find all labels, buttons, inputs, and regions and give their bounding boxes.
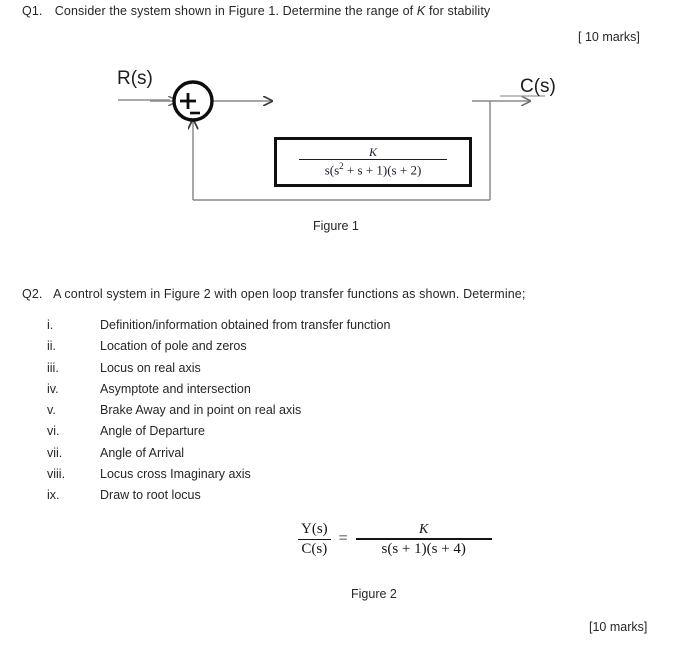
output-signal-label: C(s) <box>520 76 556 97</box>
equation-right-denominator: s(s + 1)(s + 4) <box>381 540 466 557</box>
list-item: vii. Angle of Arrival <box>0 446 695 467</box>
input-signal-label: R(s) <box>117 68 153 89</box>
list-item-numeral: ix. <box>47 488 60 503</box>
list-item-label: Locus cross Imaginary axis <box>100 467 251 482</box>
equation-left-denominator: C(s) <box>301 541 328 558</box>
question-2-item-list: i. Definition/information obtained from … <box>0 318 695 510</box>
list-item-numeral: ii. <box>47 339 57 354</box>
q1-marks: [ 10 marks] <box>578 30 640 44</box>
list-item-numeral: i. <box>47 318 54 332</box>
question-1-heading: Q1. Consider the system shown in Figure … <box>22 4 490 18</box>
list-item-label: Asymptote and intersection <box>100 381 251 396</box>
equation-right-fraction: K s(s + 1)(s + 4) <box>355 521 492 559</box>
transfer-function-fraction: K s(s2 + s + 1)(s + 2) <box>277 140 469 184</box>
list-item: i. Definition/information obtained from … <box>0 318 695 339</box>
figure-2-caption: Figure 2 <box>351 587 397 601</box>
q2-text: A control system in Figure 2 with open l… <box>53 287 526 301</box>
figure-1-block-diagram: R(s) C(s) K s(s2 + s + 1)(s + 2) <box>0 60 695 220</box>
equation-right-numerator: K <box>419 521 429 537</box>
q1-text-after-k: for stability <box>428 4 491 18</box>
block-diagram-wires <box>118 80 545 201</box>
list-item-label: Locus on real axis <box>100 360 201 375</box>
question-2-heading: Q2. A control system in Figure 2 with op… <box>22 287 525 301</box>
list-item-label: Brake Away and in point on real axis <box>100 403 302 418</box>
q2-marks: [10 marks] <box>589 620 648 634</box>
equals-sign: = <box>338 530 348 547</box>
equation-left-numerator: Y(s) <box>301 521 328 537</box>
q1-text-before-k: Consider the system shown in Figure 1. D… <box>54 4 414 18</box>
list-item: v. Brake Away and in point on real axis <box>0 403 695 424</box>
list-item-numeral: v. <box>47 403 56 418</box>
list-item: ii. Location of pole and zeros <box>0 339 695 360</box>
q1-prefix: Q1. <box>22 4 43 18</box>
list-item-label: Definition/information obtained from tra… <box>100 318 391 332</box>
q2-prefix: Q2. <box>22 287 43 301</box>
list-item-label: Angle of Departure <box>100 424 205 439</box>
transfer-function-denominator: s(s2 + s + 1)(s + 2) <box>324 161 422 178</box>
list-item-label: Angle of Arrival <box>100 445 185 460</box>
fraction-bar <box>299 159 447 161</box>
list-item-numeral: vii. <box>47 445 63 460</box>
figure-1-caption: Figure 1 <box>313 219 359 233</box>
transfer-function-numerator: K <box>368 144 377 159</box>
list-item: vi. Angle of Departure <box>0 424 695 445</box>
list-item-label: Draw to root locus <box>100 488 201 503</box>
list-item: iii. Locus on real axis <box>0 361 695 382</box>
equation-right-bar <box>355 538 492 540</box>
list-item-label: Location of pole and zeros <box>100 339 247 354</box>
list-item: viii. Locus cross Imaginary axis <box>0 467 695 488</box>
list-item-numeral: iv. <box>47 381 59 396</box>
list-item: iv. Asymptote and intersection <box>0 382 695 403</box>
list-item-numeral: vi. <box>47 424 60 439</box>
equation-left-fraction: Y(s) C(s) <box>298 520 331 559</box>
transfer-function-block: K s(s2 + s + 1)(s + 2) <box>274 137 472 187</box>
q1-k-symbol: K <box>416 4 426 18</box>
list-item: ix. Draw to root locus <box>0 488 695 509</box>
list-item-numeral: iii. <box>47 360 59 375</box>
list-item-numeral: viii. <box>47 467 66 482</box>
figure-2-equation: Y(s) C(s) = K s(s + 1)(s + 4) <box>298 520 492 559</box>
equation-left-bar <box>298 538 331 541</box>
